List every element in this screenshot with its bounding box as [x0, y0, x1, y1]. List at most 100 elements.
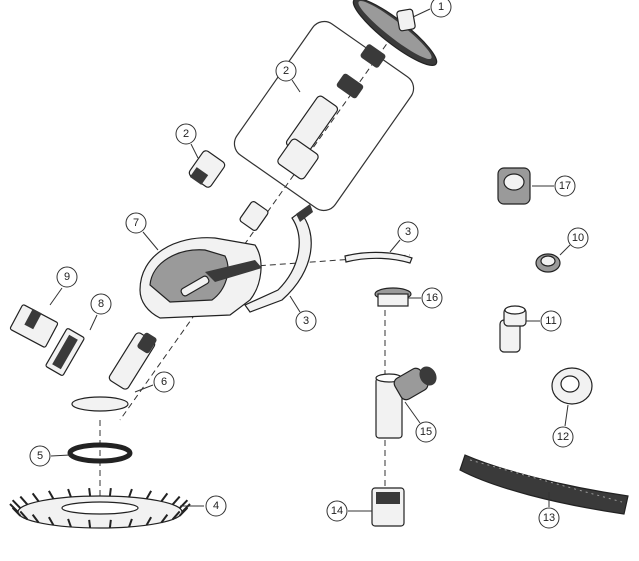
fin	[9, 503, 19, 513]
callout-number: 6	[161, 376, 167, 388]
callout-circle	[205, 495, 227, 517]
callout-number: 1	[438, 1, 444, 13]
callout-c3b: 3	[289, 295, 317, 332]
fin	[160, 492, 169, 502]
callout-c11: 11	[526, 310, 562, 332]
fin	[171, 495, 181, 506]
callout-c3a: 3	[389, 221, 419, 253]
callout-leader	[289, 295, 301, 313]
callout-c10: 10	[559, 227, 589, 256]
callout-leader	[559, 244, 571, 256]
callout-c7: 7	[125, 212, 159, 251]
fin	[128, 488, 133, 498]
callout-leader	[190, 143, 199, 159]
callout-circle	[125, 212, 147, 234]
fin	[67, 518, 72, 528]
callout-leader	[49, 287, 63, 306]
callout-circle	[175, 123, 197, 145]
callout-number: 13	[543, 512, 555, 524]
fin	[108, 487, 112, 497]
callout-c12: 12	[552, 404, 574, 448]
fin	[19, 495, 29, 506]
callout-c2b: 2	[175, 123, 199, 159]
fin	[11, 499, 22, 509]
part-6-foot	[71, 332, 157, 412]
fin	[67, 488, 72, 498]
callout-number: 2	[283, 65, 289, 77]
fin	[160, 514, 169, 524]
fin	[128, 518, 133, 528]
callout-leader	[389, 239, 401, 253]
part-17-fitting	[497, 167, 531, 205]
callout-c8: 8	[89, 293, 112, 331]
callout-number: 11	[545, 315, 556, 327]
callout-number: 2	[183, 128, 189, 140]
fin	[31, 514, 40, 524]
callout-circle	[415, 421, 437, 443]
callout-leader	[291, 79, 301, 93]
callout-circle	[90, 293, 112, 315]
callout-c5: 5	[29, 445, 71, 467]
callout-leader	[404, 401, 421, 424]
callout-number: 15	[420, 426, 432, 438]
part-9-weight	[9, 304, 59, 348]
callout-circle	[397, 221, 419, 243]
part-13-hose	[459, 454, 629, 515]
fin	[145, 490, 152, 500]
callout-number: 3	[405, 226, 411, 238]
fin	[48, 490, 55, 500]
callout-circle	[275, 60, 297, 82]
callout-number: 14	[331, 505, 343, 517]
callout-c16: 16	[408, 287, 443, 309]
callout-circle	[430, 0, 452, 18]
part-1-disk	[352, 0, 438, 66]
callout-circle	[552, 426, 574, 448]
fin	[19, 510, 29, 521]
part-10-cap	[535, 253, 561, 273]
callout-circle	[29, 445, 51, 467]
fin	[88, 519, 92, 529]
callout-c13: 13	[538, 492, 560, 529]
callout-leader	[50, 454, 71, 457]
part-2-coupling	[188, 150, 226, 188]
callout-number: 4	[213, 500, 219, 512]
callout-c15: 15	[404, 401, 437, 443]
fin	[108, 519, 112, 529]
part-11-tube	[499, 305, 527, 353]
callout-number: 8	[98, 298, 104, 310]
fin	[178, 499, 189, 509]
part-16-collar	[374, 287, 412, 307]
callout-circle	[326, 500, 348, 522]
fin	[48, 516, 55, 526]
part-15-valve	[375, 366, 437, 439]
callout-number: 16	[426, 292, 438, 304]
callout-leader	[412, 8, 431, 18]
fin	[171, 510, 181, 521]
callout-leader	[89, 314, 98, 331]
callout-c6: 6	[134, 371, 175, 393]
callout-number: 5	[37, 450, 43, 462]
callout-c9: 9	[49, 266, 78, 306]
callout-number: 10	[572, 232, 584, 244]
callout-number: 7	[133, 217, 139, 229]
callout-number: 17	[559, 180, 571, 192]
part-12-ring	[551, 367, 593, 405]
part-5-ring	[67, 442, 133, 464]
callout-c1: 1	[412, 0, 452, 18]
fin	[178, 507, 189, 517]
callout-circle	[153, 371, 175, 393]
part-8-strip	[45, 328, 85, 376]
part-7-cleaner-body	[139, 201, 269, 319]
part-2-hose-assembly	[233, 20, 415, 212]
part-14-base	[371, 487, 405, 527]
part-3-small-strip	[344, 251, 413, 264]
callout-circle	[540, 310, 562, 332]
callout-number: 3	[303, 315, 309, 327]
callout-circle	[538, 507, 560, 529]
callout-c4: 4	[180, 495, 227, 517]
callout-c14: 14	[326, 500, 372, 522]
callout-c17: 17	[532, 175, 576, 197]
